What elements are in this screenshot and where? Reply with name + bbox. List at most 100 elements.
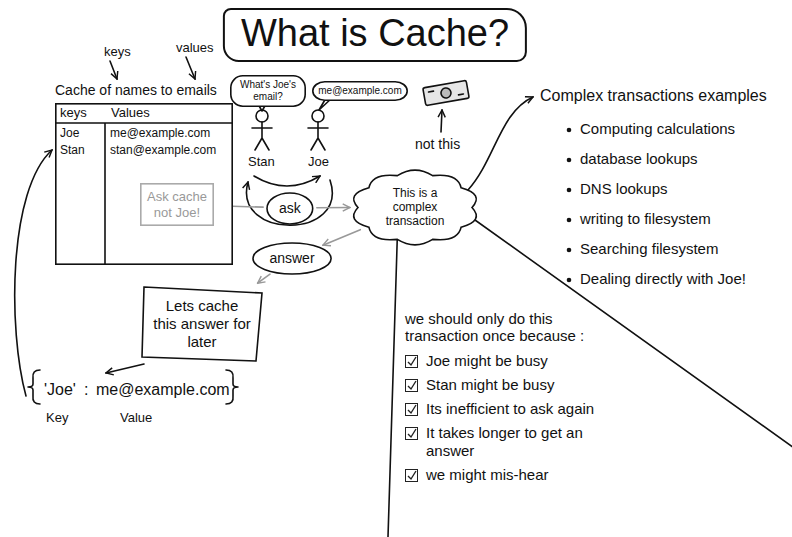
bullet [567, 248, 572, 253]
flow-connector [317, 207, 350, 209]
label-holder: me@example.com [96, 380, 230, 399]
outline [267, 193, 313, 224]
text-row: Joe might be busy [405, 352, 705, 369]
box-border [142, 287, 262, 361]
bill-seal [440, 87, 452, 99]
label-holder: stan@example.com [110, 143, 216, 157]
note-box: Lets cache this answer for later [140, 285, 264, 363]
note-box: Ask cache not Joe! [140, 183, 214, 226]
bullet [567, 158, 572, 163]
pointer-arrow [106, 364, 144, 373]
label-holder: DNS lookups [580, 180, 668, 198]
outline [231, 76, 305, 106]
check-mark [406, 470, 417, 481]
checkbox [405, 427, 418, 440]
speech-bubble: me@example.com [312, 81, 408, 101]
flow-connector [323, 230, 360, 245]
outline [142, 287, 262, 361]
check-stroke [408, 429, 416, 437]
table-grid [55, 123, 233, 265]
label-holder: writing to filesystem [580, 210, 711, 228]
outline [313, 82, 407, 100]
reason-heading: we should only do this transaction once … [405, 310, 605, 345]
figure-head [256, 110, 268, 122]
speech-text: me@example.com [318, 85, 402, 97]
ask-arc [254, 176, 320, 186]
label-holder: Searching filesystem [580, 240, 718, 258]
note-text: Ask cache not Joe! [147, 189, 207, 220]
label-holder: Stan [248, 154, 275, 170]
note-text: Lets cache this answer for later [152, 297, 252, 350]
text-group: This is a complex transaction [375, 186, 455, 228]
bullets [567, 128, 572, 283]
transaction-cloud: This is a complex transaction [351, 167, 479, 248]
text-group: ask [279, 200, 301, 217]
text-row: Cache of names to emails [55, 82, 217, 99]
label-holder: keys [60, 105, 87, 121]
ellipse-border [267, 193, 313, 224]
speech-bubble: What's Joe's email? [230, 75, 306, 107]
title: What is Cache? [223, 8, 527, 62]
outline [354, 170, 477, 245]
label-holder: Joe [60, 126, 79, 140]
pointer-arrow [441, 110, 442, 132]
step-label: answer [269, 250, 314, 267]
text-row: Ask cache not Joe! [147, 189, 207, 220]
text-group: we should only do this transaction once … [405, 310, 705, 483]
text-group: me@example.com [318, 85, 402, 97]
label-holder: database lookups [580, 150, 698, 168]
check-mark [406, 428, 417, 439]
label-holder: : [84, 380, 88, 399]
text-row: Lets cache this answer for later [152, 297, 252, 350]
key-text: 'Joe' [44, 380, 76, 399]
text-row: Its inefficient to ask again [405, 400, 705, 417]
text-group: Lets cache this answer for later [152, 297, 252, 350]
table-header: Values [111, 105, 150, 121]
person-name: Joe [308, 154, 329, 170]
text-group: Cache of names to emails [55, 82, 217, 99]
bubble-border [313, 82, 407, 100]
text-row: we might mis-hear [405, 466, 705, 483]
bullet [567, 278, 572, 283]
list-item: database lookups [580, 150, 698, 168]
outline [388, 215, 792, 537]
text-row: ask [279, 200, 301, 217]
list-item: DNS lookups [580, 180, 668, 198]
note: not this [415, 136, 460, 153]
label-holder: keys [104, 44, 131, 60]
label-holder: Stan [60, 143, 85, 157]
check-stroke [408, 405, 416, 413]
step-label: ask [279, 200, 301, 217]
check-mark [406, 404, 417, 415]
reason-item: Its inefficient to ask again [426, 400, 594, 417]
text-row: It takes longer to get an answer [405, 424, 705, 459]
annotation: values [176, 40, 214, 56]
checkbox [405, 379, 418, 392]
separator: : [84, 380, 88, 399]
flow-connector [258, 274, 270, 283]
reason-item: Joe might be busy [426, 352, 548, 369]
table-border [56, 104, 232, 264]
text-group: What's Joe's email? [236, 79, 300, 103]
figure-body [308, 122, 328, 150]
sketch [15, 57, 572, 404]
text-row: answer [269, 250, 314, 267]
checkbox [405, 403, 418, 416]
list-heading: Complex transactions examples [540, 86, 767, 105]
bullet [567, 128, 572, 133]
check-mark [406, 356, 417, 367]
list-item: Searching filesystem [580, 240, 718, 258]
label-holder: not this [415, 136, 460, 153]
table-cell: Joe [60, 126, 79, 140]
figure-head [312, 110, 324, 122]
wedge-border [388, 215, 792, 537]
bubble-border [231, 76, 305, 106]
check-stroke [408, 357, 416, 365]
pointer-arrow [15, 150, 52, 396]
cloud-border [354, 170, 477, 245]
check-mark [406, 380, 417, 391]
bullet [567, 188, 572, 193]
caption-word: Key [46, 410, 68, 426]
label-holder: Key [46, 410, 68, 426]
reason-item: we might mis-hear [426, 466, 549, 483]
